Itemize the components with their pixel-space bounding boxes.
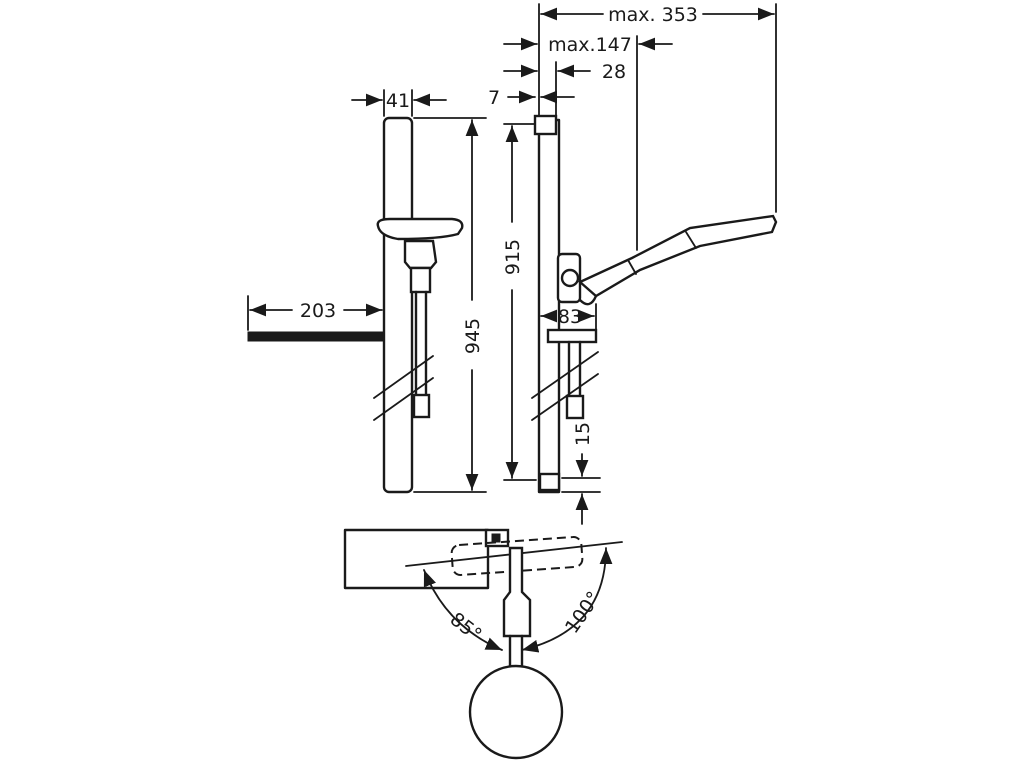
shelf-side xyxy=(546,328,598,344)
dim-label-15: 15 xyxy=(572,422,594,446)
top-mount xyxy=(533,114,558,136)
slider-knob xyxy=(560,268,580,288)
front-view xyxy=(247,116,464,494)
hose-curve xyxy=(578,294,598,306)
hand-shower-stem xyxy=(502,546,532,638)
shelf-top xyxy=(343,528,490,590)
dim-label-100-deg: 100° xyxy=(561,588,605,638)
break-line xyxy=(531,351,599,399)
holder-neck xyxy=(409,266,432,294)
side-view xyxy=(531,114,778,494)
rail-side xyxy=(537,118,561,494)
hand-shower xyxy=(577,214,778,298)
rail-mount-core xyxy=(491,533,501,543)
dim-label-7: 7 xyxy=(488,87,500,109)
hand-shower-joint xyxy=(685,231,697,249)
dim-label-max-353: max. 353 xyxy=(608,4,698,26)
dim-label-max-147: max.147 xyxy=(548,34,632,56)
soap-shelf xyxy=(247,331,384,342)
dim-label-915: 915 xyxy=(502,239,524,275)
hose-connector xyxy=(565,394,585,420)
dim-label-41: 41 xyxy=(386,90,410,112)
hose-connector xyxy=(412,393,431,419)
dim-label-945: 945 xyxy=(462,318,484,354)
dim-label-83: 83 xyxy=(558,306,582,328)
break-line xyxy=(373,355,434,399)
dimension-lines xyxy=(247,3,777,525)
dimension-labels: max. 353 max.147 28 7 41 203 83 945 915 … xyxy=(300,4,698,646)
break-line xyxy=(531,373,599,421)
hand-shower-head xyxy=(468,664,564,760)
angle-arc-85 xyxy=(423,569,503,651)
dim-label-28: 28 xyxy=(602,61,626,83)
hand-shower-joint xyxy=(627,259,637,275)
angle-arc-100 xyxy=(521,547,613,653)
top-view xyxy=(343,528,623,760)
rail-front xyxy=(382,116,414,494)
break-line xyxy=(373,377,434,421)
bottom-mount xyxy=(538,472,561,492)
shower-head-top xyxy=(376,217,464,241)
dim-label-203: 203 xyxy=(300,300,336,322)
slider-holder xyxy=(403,239,438,270)
